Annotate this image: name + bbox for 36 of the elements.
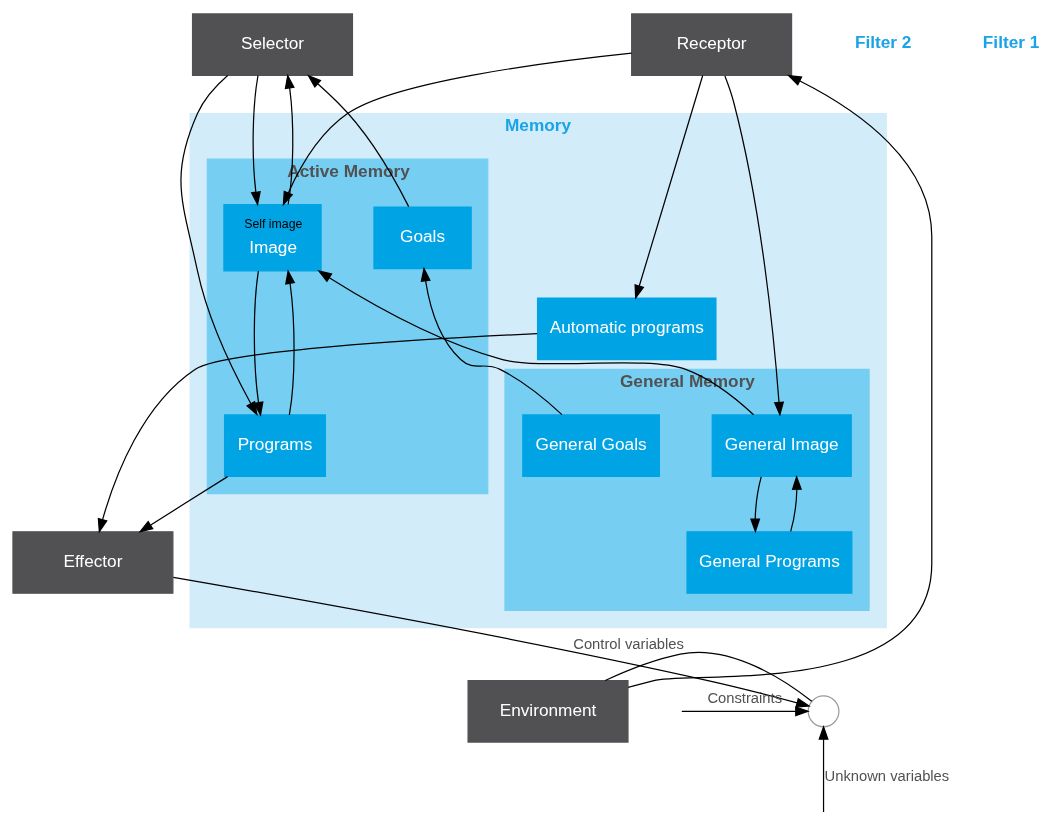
arrow <box>284 73 295 206</box>
arrow <box>634 74 704 300</box>
arrow <box>681 706 810 717</box>
node-box: Receptor <box>631 13 793 77</box>
arrow <box>790 475 803 533</box>
node-box: Self image Image <box>223 203 322 272</box>
node-box: General Goals <box>522 414 660 477</box>
node-box: Programs <box>223 414 326 477</box>
node-box: Selector <box>191 13 354 77</box>
label: Filter 1 <box>982 31 1040 52</box>
edge-label: Control variables <box>573 636 684 653</box>
arrow <box>97 333 538 534</box>
edge-label: Constraints <box>707 690 783 707</box>
arrow <box>172 576 811 708</box>
node-box: Effector <box>12 531 174 594</box>
node-box: Goals <box>373 206 472 270</box>
arrow <box>818 724 829 813</box>
arrow <box>750 476 762 534</box>
arrow <box>138 476 229 533</box>
edge-label: Unknown variables <box>824 767 950 784</box>
arrow <box>420 266 563 416</box>
arrow <box>180 74 258 417</box>
arrow <box>253 270 264 417</box>
arrow <box>282 52 633 207</box>
arrow <box>724 75 785 417</box>
arrow <box>285 269 296 416</box>
node-box: Environment <box>467 679 629 743</box>
arrow <box>317 270 755 416</box>
node-box: General Image <box>711 414 852 477</box>
node-point <box>807 695 840 728</box>
node-box: Automatic programs <box>536 297 717 361</box>
label: Filter 2 <box>854 31 912 52</box>
connector <box>604 651 813 702</box>
arrow <box>627 74 933 688</box>
node-box: General Programs <box>686 531 853 594</box>
arrow <box>250 75 261 207</box>
